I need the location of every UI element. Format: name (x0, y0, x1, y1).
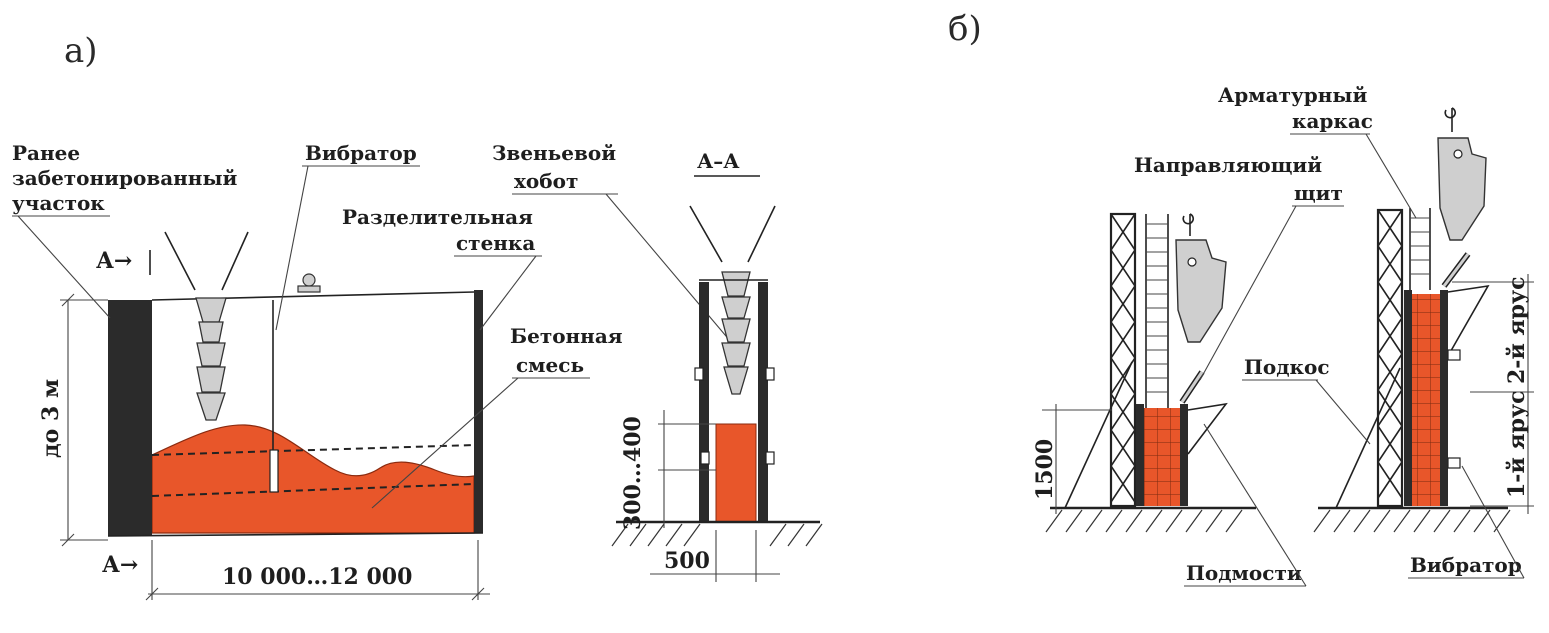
label-wall-2: стенка (456, 231, 535, 255)
label-guide-2: щит (1294, 181, 1343, 205)
concrete-mix (151, 424, 475, 534)
label-scaffold: Подмости (1186, 561, 1302, 585)
previous-concreted-section (108, 300, 152, 536)
label-previous-2: забетонированный (12, 166, 237, 190)
dim-1500: 1500 (1032, 439, 1058, 500)
label-wall-1: Разделительная (342, 205, 533, 229)
label-guide-1: Направляющий (1134, 153, 1322, 177)
label-rebar-1: Арматурный (1218, 83, 1367, 107)
dim-length-a: 10 000…12 000 (145, 540, 490, 601)
label-mix-1: Бетонная (510, 324, 623, 348)
label-vibrator-b: Вибратор (1410, 553, 1522, 577)
bucket-1 (1175, 239, 1227, 343)
vibrator-head (269, 449, 279, 493)
panel-b-letter: б) (948, 9, 982, 49)
cross-section-a-a: А–А 300… (611, 149, 823, 582)
link-trunk (195, 297, 227, 421)
dividing-wall (474, 290, 483, 533)
label-mix-2: смесь (516, 353, 584, 377)
label-rebar-2: каркас (1292, 109, 1373, 133)
dim-layer: 300…400 (620, 416, 646, 530)
column-second-tier: 2-й ярус 1-й ярус (1313, 107, 1534, 533)
section-title: А–А (697, 149, 740, 173)
tier-2-label: 2-й ярус (1504, 276, 1530, 384)
label-brace: Подкос (1244, 355, 1330, 379)
label-trunk-2: хобот (514, 169, 578, 193)
column-first-tier: 1500 (1032, 212, 1256, 533)
bucket-2 (1437, 137, 1487, 241)
long-section (107, 231, 484, 537)
label-trunk-1: Звеньевой (492, 141, 616, 165)
dim-width: 500 (664, 548, 710, 574)
tier-1-label: 1-й ярус (1504, 390, 1530, 498)
label-vibrator-a: Вибратор (305, 141, 417, 165)
panel-a-letter: а) (64, 31, 98, 71)
label-previous-1: Ранее (12, 141, 80, 165)
label-previous-3: участок (12, 191, 105, 215)
svg-text:до 3 м: до 3 м (38, 379, 64, 458)
svg-text:10 000…12 000: 10 000…12 000 (222, 564, 412, 590)
section-mark-top: А→ (96, 248, 132, 274)
section-mark-bottom: А→ (102, 552, 138, 578)
dim-height-a: до 3 м (38, 293, 108, 547)
